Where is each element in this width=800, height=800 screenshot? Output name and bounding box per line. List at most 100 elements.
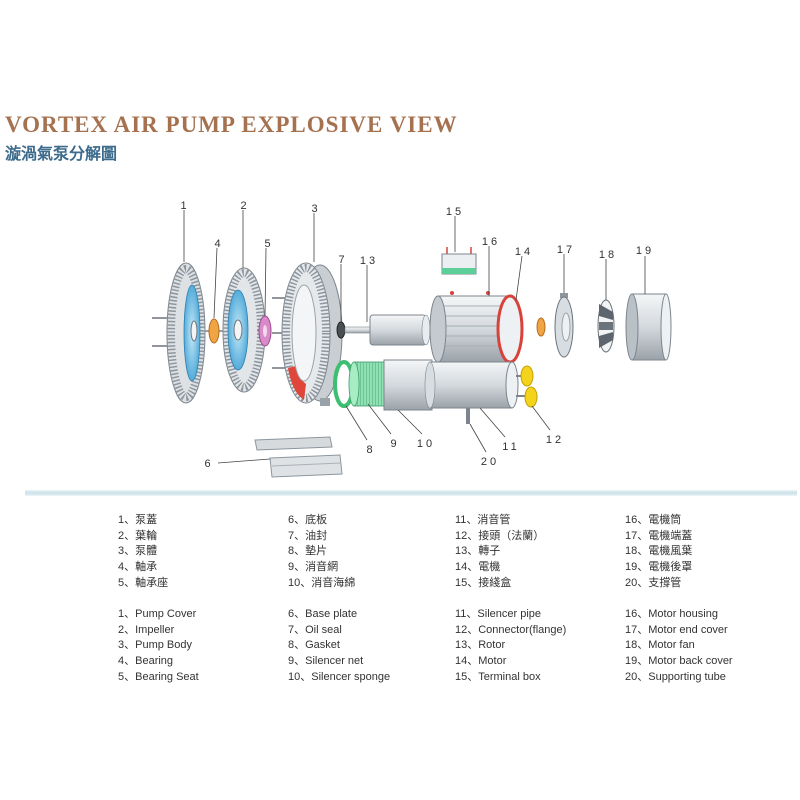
callout-2: 2 [240,200,249,212]
callout-19: 19 [636,245,654,257]
legend-en-item: 2、Impeller [118,623,175,636]
leader-14 [515,255,523,301]
legend-zh-item: 1、泵蓋 [118,514,158,526]
legend-en-item: 12、Connector(flange) [455,623,567,636]
legend-en-item: 7、Oil seal [288,623,342,636]
callout-11: 11 [502,441,519,453]
silencer-pipe-body [429,361,513,409]
leader-lines [183,210,646,464]
leader-6 [217,458,271,464]
leader-11 [479,407,506,438]
leader-12 [531,405,551,431]
legend-en-item: 14、Motor [455,655,507,668]
page-title: VORTEX AIR PUMP EXPLOSIVE VIEW [5,112,458,137]
legend-zh-item: 13、轉子 [455,545,501,558]
callout-16: 16 [482,236,500,248]
legend-zh-item: 7、油封 [288,529,328,542]
callout-14: 14 [515,246,533,258]
fan-blade [599,332,613,348]
exploded-view-diagram: 1 2 3 4 5 6 7 8 9 10 11 12 13 14 15 16 1… [152,200,672,478]
legend-zh-item: 18、電機風葉 [625,545,693,558]
rotor-end [421,314,431,346]
legend-zh-item: 3、泵體 [118,545,158,558]
pump-cover-hub [190,320,198,342]
pump-body-foot [320,398,330,406]
impeller-hub [233,319,243,341]
callout-18: 18 [599,249,617,261]
legend-en-item: 1、Pump Cover [118,608,197,620]
legend-en-item: 20、Supporting tube [625,670,726,683]
legend-zh-item: 5、軸承座 [118,576,169,589]
legend-en-column-2: 6、Base plate 7、Oil seal 8、Gasket 9、Silen… [288,607,390,685]
end-cover-center [561,312,571,342]
legend-zh-item: 19、電機後罩 [625,561,693,574]
housing-bolt [450,291,454,295]
end-cover-tab [560,293,568,298]
legend-en-item: 13、Rotor [455,639,506,652]
section-divider [25,490,797,496]
connector-flange-part [516,365,538,408]
legend-en-item: 17、Motor end cover [625,623,728,636]
leader-4 [213,247,218,319]
legend-en-item: 8、Gasket [288,639,340,652]
callout-10: 10 [417,438,435,450]
callout-1: 1 [180,200,189,212]
callout-3: 3 [311,203,320,215]
legend-zh-item: 2、葉輪 [118,529,158,542]
motor-end [496,294,524,364]
callout-6: 6 [204,458,213,470]
callout-12: 12 [546,434,564,446]
bearing-seat-part [258,315,272,347]
legend-en-item: 6、Base plate [288,608,358,620]
legend-zh-item: 10、消音海綿 [288,576,356,589]
legend-en-item: 10、Silencer sponge [288,670,391,683]
legend-zh-item: 15、接綫盒 [455,576,512,589]
legend-en-item: 11、Silencer pipe [455,608,542,620]
legend-zh-column-4: 16、電機筒 17、電機端蓋 18、電機風葉 19、電機後罩 20、支撐管 [625,513,692,591]
page-subtitle: 漩渦氣泵分解圖 [5,144,118,163]
legend-en-item: 15、Terminal box [455,670,541,683]
bearing-part [202,318,232,344]
silencer-sponge-part [383,359,433,411]
legend-zh-column-2: 6、底板 7、油封 8、墊片 9、消音網 10、消音海綿 [288,513,355,591]
legend-zh-item: 12、接頭（法蘭） [455,529,545,542]
legend-zh-item: 9、消音網 [288,561,339,574]
legend-zh-item: 20、支撐管 [625,576,682,589]
callout-7: 7 [338,254,347,266]
leader-20 [469,423,487,453]
bearing-ring [208,318,220,344]
rear-bearing [536,317,546,337]
callout-20: 20 [481,456,499,468]
terminal-box-part [441,247,477,275]
legend-en-item: 4、Bearing [118,655,174,668]
legend-en-item: 19、Motor back cover [625,655,733,668]
legend-en-item: 9、Silencer net [288,655,364,668]
fan-blade [599,304,613,320]
rotor-core [369,314,427,346]
callout-15: 15 [446,206,464,218]
motor-housing-front [429,295,447,363]
legend-zh-item: 11、消音管 [455,514,511,526]
base-plate-edge [271,462,342,467]
pump-body-outlet [288,366,306,400]
legend-zh-item: 14、電機 [455,561,501,574]
callout-5: 5 [264,238,273,250]
silencer-pipe-end [505,361,519,409]
motor-housing-part [429,291,524,364]
motor-back-cover-part [625,293,672,361]
legend-en-column-4: 16、Motor housing 17、Motor end cover 18、M… [625,607,733,685]
legend-en-item: 16、Motor housing [625,608,718,620]
legend-zh-column-3: 11、消音管 12、接頭（法蘭） 13、轉子 14、電機 15、接綫盒 [455,513,544,591]
callout-17: 17 [557,244,575,256]
rotor-part [344,314,444,346]
back-cover-rear [660,293,672,361]
oil-seal-part [336,321,346,339]
silencer-net-end [348,361,360,407]
legend-zh-item: 17、電機端蓋 [625,529,693,542]
callout-13: 13 [360,255,378,267]
pump-cover-part [152,262,206,404]
motor-fan-part [597,299,615,353]
flange-lower [524,386,538,408]
legend-zh-item: 6、底板 [288,514,328,526]
callout-8: 8 [366,444,375,456]
